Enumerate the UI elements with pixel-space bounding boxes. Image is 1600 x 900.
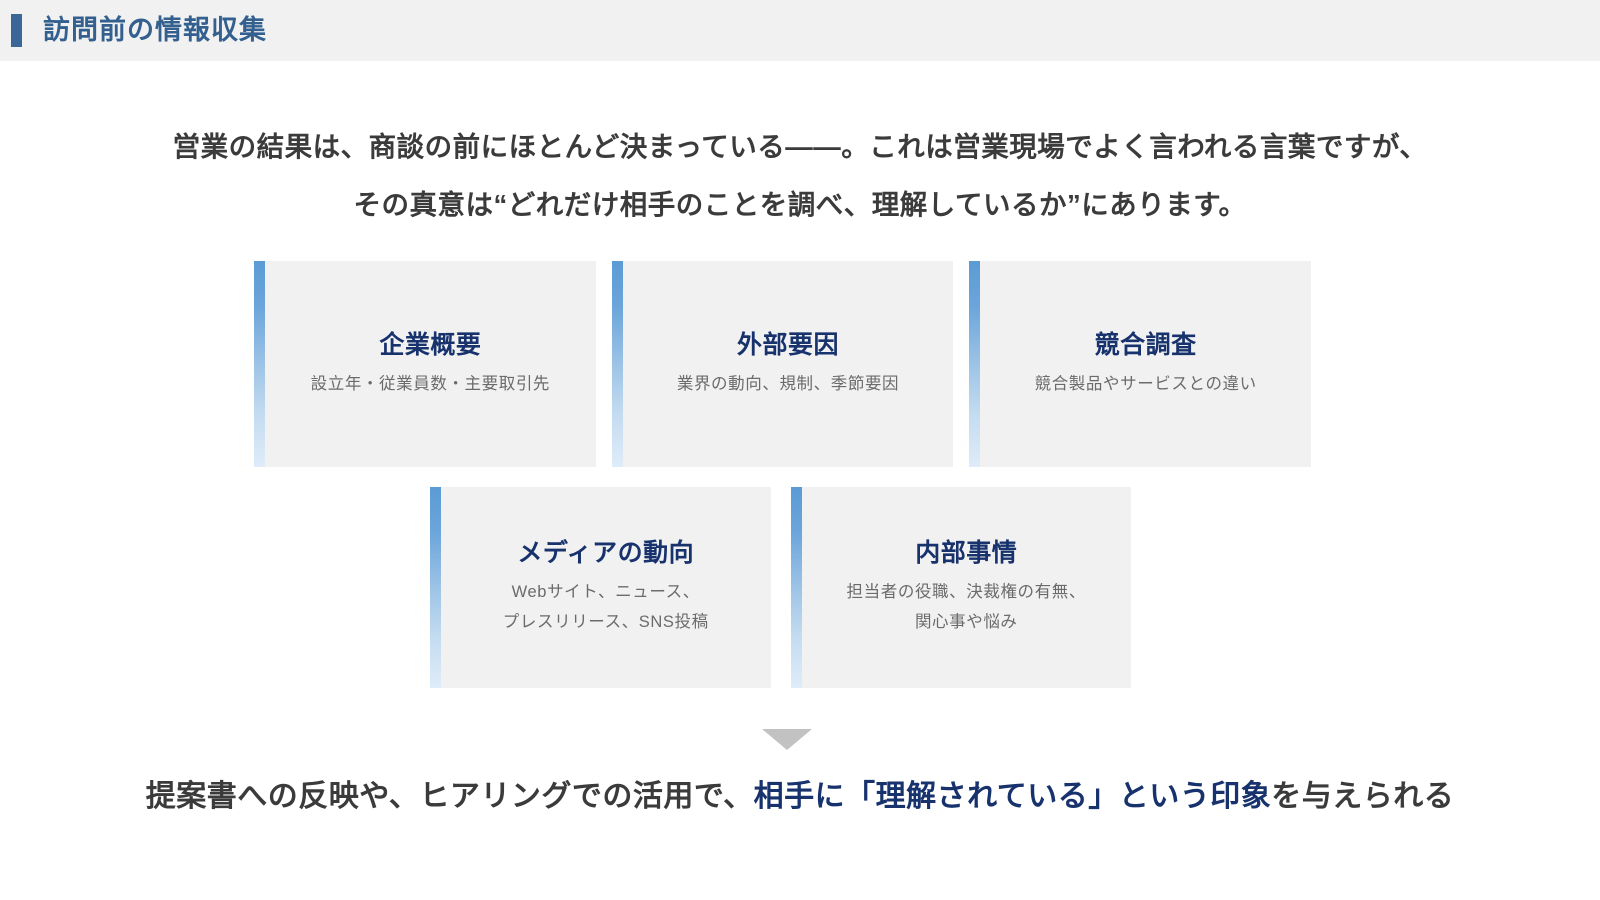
card-title: 内部事情 <box>915 539 1018 567</box>
lead-paragraph: 営業の結果は、商談の前にほとんど決まっている――。これは営業現場でよく言われる言… <box>0 118 1600 234</box>
card-company-overview[interactable]: 企業概要 設立年・従業員数・主要取引先 <box>254 261 596 467</box>
card-accent-bar <box>611 261 623 467</box>
conclusion-segment-highlight: 相手に「理解されている」という印象 <box>753 780 1272 813</box>
card-accent-bar <box>790 487 802 688</box>
card-description-line: 担当者の役職、決裁権の有無、 <box>846 583 1086 601</box>
card-description: Webサイト、ニュース、 プレスリリース、SNS投稿 <box>503 577 709 637</box>
card-title: 企業概要 <box>379 330 482 359</box>
card-body: 企業概要 設立年・従業員数・主要取引先 <box>265 261 596 467</box>
card-body: 競合調査 競合製品やサービスとの違い <box>980 261 1311 467</box>
card-row-bottom: メディアの動向 Webサイト、ニュース、 プレスリリース、SNS投稿 内部事情 … <box>430 487 1131 688</box>
page-title: 訪問前の情報収集 <box>43 15 267 45</box>
card-media-trends[interactable]: メディアの動向 Webサイト、ニュース、 プレスリリース、SNS投稿 <box>430 487 771 688</box>
card-accent-bar <box>254 261 265 467</box>
card-description-line: 競合製品やサービスとの違い <box>1034 374 1257 393</box>
card-description: 設立年・従業員数・主要取引先 <box>311 369 550 399</box>
card-description-line: 業界の動向、規制、季節要因 <box>676 374 900 393</box>
conclusion-statement: 提案書への反映や、ヒアリングでの活用で、相手に「理解されている」という印象を与え… <box>0 777 1600 818</box>
card-competitor-research[interactable]: 競合調査 競合製品やサービスとの違い <box>969 261 1312 467</box>
card-title: 外部要因 <box>737 330 840 359</box>
header-accent-bar <box>11 14 22 47</box>
card-body: 内部事情 担当者の役職、決裁権の有無、 関心事や悩み <box>802 487 1132 688</box>
lead-line-1: 営業の結果は、商談の前にほとんど決まっている――。これは営業現場でよく言われる言… <box>172 131 1428 162</box>
card-external-factors[interactable]: 外部要因 業界の動向、規制、季節要因 <box>611 261 954 467</box>
card-description-line: Webサイト、ニュース、 <box>511 583 700 601</box>
lead-line-2: その真意は“どれだけ相手のことを調べ、理解しているか”にあります。 <box>353 189 1247 220</box>
conclusion-segment-3: を与えられる <box>1271 780 1455 813</box>
card-title: 競合調査 <box>1094 330 1197 359</box>
triangle-down-icon <box>762 729 812 750</box>
card-description-line: 関心事や悩み <box>914 613 1018 631</box>
card-internal-situation[interactable]: 内部事情 担当者の役職、決裁権の有無、 関心事や悩み <box>790 487 1132 688</box>
card-description: 業界の動向、規制、季節要因 <box>677 369 899 399</box>
card-description: 担当者の役職、決裁権の有無、 関心事や悩み <box>847 577 1086 637</box>
card-body: 外部要因 業界の動向、規制、季節要因 <box>623 261 954 467</box>
card-title: メディアの動向 <box>517 539 695 567</box>
card-description-line: プレスリリース、SNS投稿 <box>502 613 709 631</box>
card-body: メディアの動向 Webサイト、ニュース、 プレスリリース、SNS投稿 <box>441 487 771 688</box>
slide-header: 訪問前の情報収集 <box>0 0 1600 61</box>
card-description-line: 設立年・従業員数・主要取引先 <box>310 374 551 393</box>
card-accent-bar <box>430 487 441 688</box>
card-row-top: 企業概要 設立年・従業員数・主要取引先 外部要因 業界の動向、規制、季節要因 競… <box>254 261 1312 467</box>
conclusion-segment-1: 提案書への反映や、ヒアリングでの活用で、 <box>145 780 754 813</box>
card-description: 競合製品やサービスとの違い <box>1035 369 1257 399</box>
card-accent-bar <box>969 261 981 467</box>
